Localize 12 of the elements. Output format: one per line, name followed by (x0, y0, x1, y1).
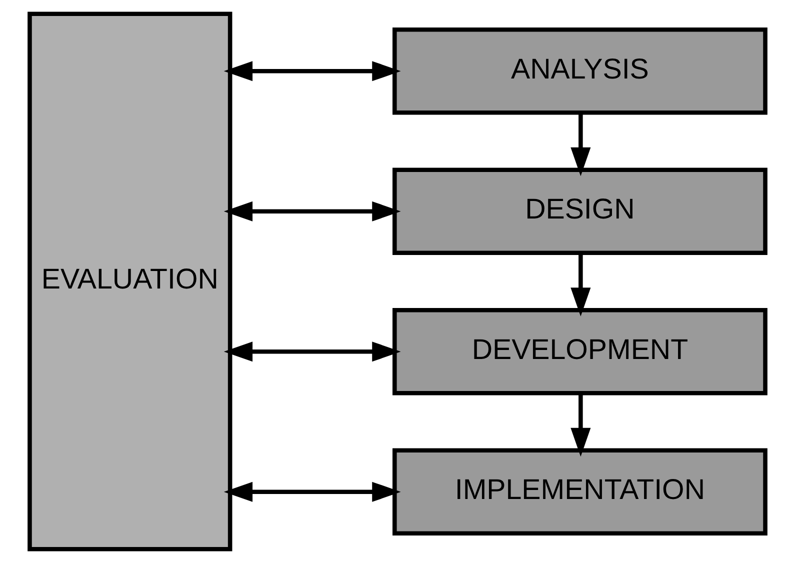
arrow (223, 201, 400, 222)
node-box: DESIGN (392, 168, 767, 256)
node-box: DEVELOPMENT (392, 308, 767, 396)
node-box: IMPLEMENTATION (392, 448, 767, 536)
arrow (570, 393, 590, 457)
arrow (570, 253, 590, 316)
node-box: ANALYSIS (392, 28, 767, 115)
arrow (223, 342, 400, 362)
arrow (223, 482, 400, 502)
arrow (223, 61, 400, 82)
arrow (570, 112, 590, 176)
node-box: EVALUATION (27, 12, 232, 552)
